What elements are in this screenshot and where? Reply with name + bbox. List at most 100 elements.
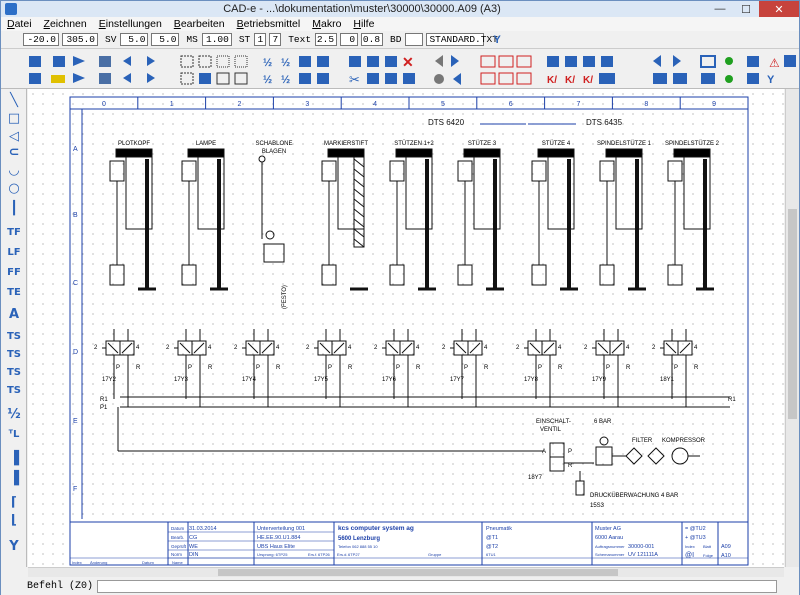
fraction-icon[interactable]: ½ [7,407,21,422]
menu-einstellungen[interactable]: Einstellungen [98,18,162,30]
st-b-field[interactable]: 7 [269,33,282,46]
command-input[interactable] [97,579,777,593]
st-a-field[interactable]: 1 [254,33,267,46]
snap-icon [180,72,194,85]
sensor-lower [599,264,615,286]
menu-bearbeiten[interactable]: Bearbeiten [173,18,225,30]
semicircle-icon[interactable]: ◡ [9,163,19,178]
valve-port-r: R [208,365,213,371]
arc-icon[interactable]: ⊂ [8,145,20,160]
valve-box-b [541,340,557,356]
compressor-symbol [671,447,689,465]
valve-port-2: 2 [306,345,310,351]
valve-arrow [107,342,119,354]
row-label: D [73,349,78,356]
text-a-icon[interactable]: A [8,307,20,322]
close-button[interactable]: ✕ [759,1,799,17]
filter-y-icon[interactable]: Y [493,33,501,46]
text-height-field[interactable]: 2.5 [315,33,338,46]
line-icon[interactable]: ┃ [10,201,18,216]
valve-18y7-label: 18Y7 [528,475,543,481]
coil2-icon [498,72,514,85]
align2-icon[interactable]: ▐ [9,471,19,486]
text-te-icon[interactable]: TE [7,287,21,298]
marker-hatch [353,208,365,218]
text-ts2-icon[interactable]: TS [6,349,22,360]
plus-tu2: = @TU2 [685,526,706,532]
valve-port-2: 2 [652,345,656,351]
text-tf-icon[interactable]: TF [7,227,21,238]
menu-zeichnen[interactable]: Zeichnen [43,18,87,30]
font-file-field[interactable]: STANDARD.TXT [426,33,498,46]
valve-box-b [191,340,207,356]
first-icon [123,73,131,83]
menu-betriebsmittel[interactable]: Betriebsmittel [236,18,301,30]
horizontal-scroll-thumb[interactable] [218,569,618,576]
text-lf-icon[interactable]: LF [7,247,21,258]
client-city: 6000 Aarau [595,535,623,541]
menu-datei[interactable]: Datei [7,18,32,30]
tl-icon[interactable]: ᵀL [8,429,20,440]
zoom-all-icon [234,72,248,85]
text-ff-icon[interactable]: FF [7,267,21,278]
sv-b-field[interactable]: 5.0 [151,33,180,46]
valve-port-p: P [188,365,192,371]
row-label: B [73,212,78,219]
valve-port-p: P [256,365,260,371]
cylinder-cap [537,148,575,158]
text-ts3-icon[interactable]: TS [6,367,22,378]
text-ts4-icon[interactable]: TS [6,385,22,396]
column-label: 7 [577,101,581,108]
maximize-button[interactable]: ☐ [741,3,751,16]
align-icon[interactable]: ▐ [9,451,19,466]
bracket2-icon[interactable]: ⌊ [11,513,17,528]
menu-hilfe[interactable]: Hilfe [353,18,375,30]
text-block-icon [299,56,311,67]
zoom-window-icon [216,72,230,85]
text-ts-icon[interactable]: TS [6,331,22,342]
valve-port-2: 2 [166,345,170,351]
triangle-icon[interactable]: ◁ [9,129,19,144]
toolbar-icons[interactable]: ½ ½ ½ ½ ✕ ✂ [1,51,799,89]
valve-box-b [119,340,135,356]
valve-port-r: R [276,365,281,371]
text-tool3-icon: ½ [263,74,272,86]
contact3-icon [516,55,532,68]
valve-arrow [179,342,191,354]
druck-label: DRUCKÜBERWACHUNG 4 BAR [590,492,679,499]
title-ers-f-value: 6TP26 [318,552,331,557]
y-icon[interactable]: Y [9,539,19,554]
menu-makro[interactable]: Makro [312,18,342,30]
command-label: Befehl (Z0) [27,580,94,592]
tau-icon [599,73,615,84]
auftrag-value: 30000-001 [628,544,654,550]
bracket-icon[interactable]: ⌈ [11,495,17,510]
undo-icon [385,73,397,84]
x-coordinate-field[interactable]: -20.0 [23,33,59,46]
vertical-scroll-thumb[interactable] [788,209,797,419]
rectangle-icon[interactable]: □ [7,111,21,126]
row-label: A [73,146,78,153]
horizontal-scrollbar[interactable] [28,567,784,577]
left-toolbar: ╲ □ ◁⊂ ◡ ○ ┃ TF LF FF TE A TS TS TS TS ½ ᵀL ▐ ▐ ⌈ ⌊ Y [1,89,27,567]
ms-field[interactable]: 1.00 [201,33,232,46]
text-ratio-field[interactable]: 0.8 [361,33,384,46]
port-a-label: A [542,449,546,455]
valve-port-4: 4 [276,345,280,351]
bd-field[interactable] [405,33,424,46]
minimize-button[interactable]: — [714,3,726,15]
sv-a-field[interactable]: 5.0 [120,33,149,46]
title-folge-label: Folge [703,553,714,558]
vertical-scrollbar[interactable] [785,89,799,567]
valve-port-r: R [136,365,141,371]
circle-icon[interactable]: ○ [8,181,20,196]
text-angle-field[interactable]: 0 [340,33,359,46]
valve-port-4: 4 [348,345,352,351]
sensor-lower [181,264,197,286]
grid3-icon [216,55,230,68]
pen-icon[interactable]: ╲ [10,93,18,108]
y-coordinate-field[interactable]: 305.0 [62,33,98,46]
marker-pen [353,156,365,248]
